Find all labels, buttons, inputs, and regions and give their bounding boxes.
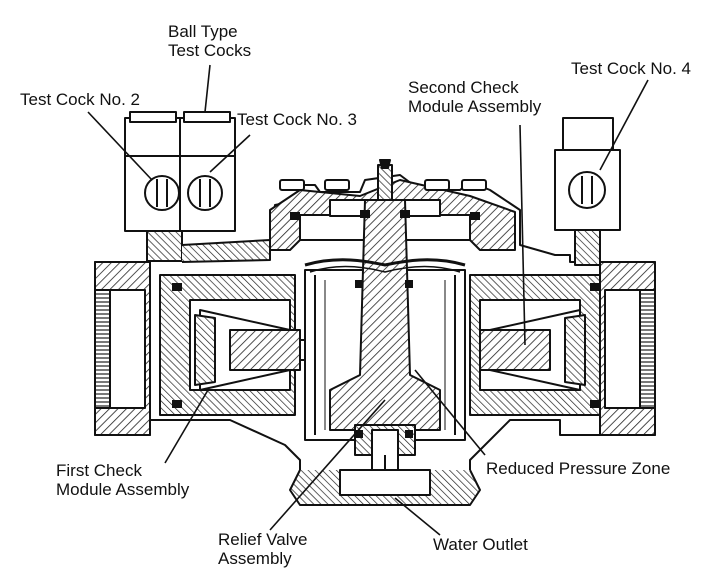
leader-first-check bbox=[164, 389, 209, 464]
leader-ball-type bbox=[204, 64, 211, 113]
relief-valve-stem bbox=[329, 199, 441, 431]
leader-test-cock-3 bbox=[209, 134, 251, 173]
leader-test-cock-2 bbox=[87, 111, 153, 181]
label-reduced-pressure-zone: Reduced Pressure Zone bbox=[486, 459, 671, 478]
diaphragm bbox=[304, 258, 466, 267]
leader-relief-valve bbox=[269, 399, 386, 531]
test-cock-4 bbox=[554, 117, 621, 266]
test-cock-3-ball bbox=[187, 175, 223, 211]
label-test-cock-4: Test Cock No. 4 bbox=[571, 59, 691, 78]
leader-reduced-pressure bbox=[414, 369, 486, 456]
leader-test-cock-4 bbox=[599, 79, 649, 171]
label-test-cock-3: Test Cock No. 3 bbox=[237, 110, 357, 129]
ball-type-test-cocks bbox=[124, 111, 271, 263]
leader-second-check bbox=[519, 124, 526, 346]
label-test-cock-2: Test Cock No. 2 bbox=[20, 90, 140, 109]
test-cock-2-ball bbox=[144, 175, 180, 211]
label-water-outlet: Water Outlet bbox=[433, 535, 528, 554]
leader-water-outlet bbox=[394, 497, 441, 536]
